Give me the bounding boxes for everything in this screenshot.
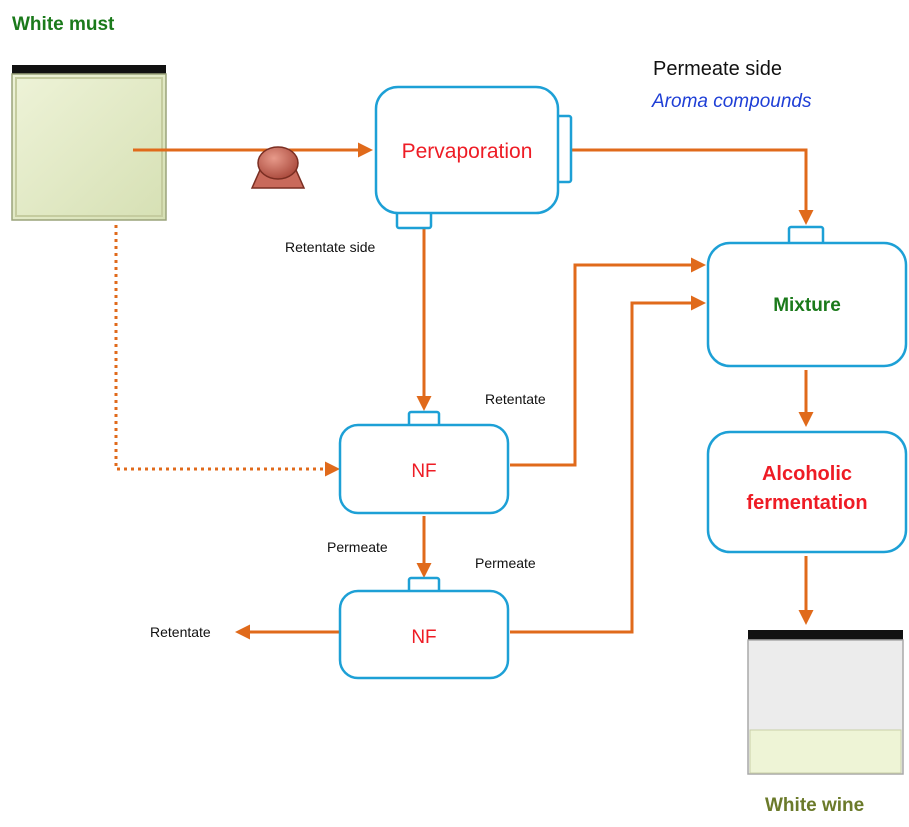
white-wine-tank xyxy=(747,630,904,775)
nf2-unit: NF xyxy=(338,576,510,680)
nf1-unit: NF xyxy=(338,410,510,515)
pervaporation-unit: Pervaporation xyxy=(374,85,573,230)
white-wine-label: White wine xyxy=(765,795,864,816)
aroma-compounds-label: Aroma compounds xyxy=(651,91,812,112)
flow-pervaporation-to-mixture xyxy=(572,148,814,225)
fermentation-label-line2: fermentation xyxy=(746,492,867,514)
nf2-label: NF xyxy=(411,627,436,648)
nf1-retentate-label: Retentate xyxy=(485,391,546,407)
white-must-label: White must xyxy=(12,14,115,35)
permeate-side-label: Permeate side xyxy=(653,58,782,80)
pervaporation-label: Pervaporation xyxy=(402,140,533,163)
mixture-unit: Mixture xyxy=(706,225,908,368)
white-must-tank xyxy=(11,65,167,221)
fermentation-label-line1: Alcoholic xyxy=(762,463,852,485)
nf2-permeate-label: Permeate xyxy=(475,555,536,571)
flow-nf1-retentate-to-mixture xyxy=(510,257,706,467)
nf1-label: NF xyxy=(411,461,436,482)
flow-lines xyxy=(114,142,814,640)
fermentation-unit: Alcoholic fermentation xyxy=(706,430,908,554)
pump-icon xyxy=(250,146,306,189)
flow-must-to-nf1-dotted xyxy=(114,225,340,477)
nf2-retentate-label: Retentate xyxy=(150,624,211,640)
mixture-label: Mixture xyxy=(773,295,841,316)
flow-nf2-permeate-to-mixture xyxy=(510,295,706,634)
retentate-side-label: Retentate side xyxy=(285,239,375,255)
nf1-permeate-label: Permeate xyxy=(327,539,388,555)
